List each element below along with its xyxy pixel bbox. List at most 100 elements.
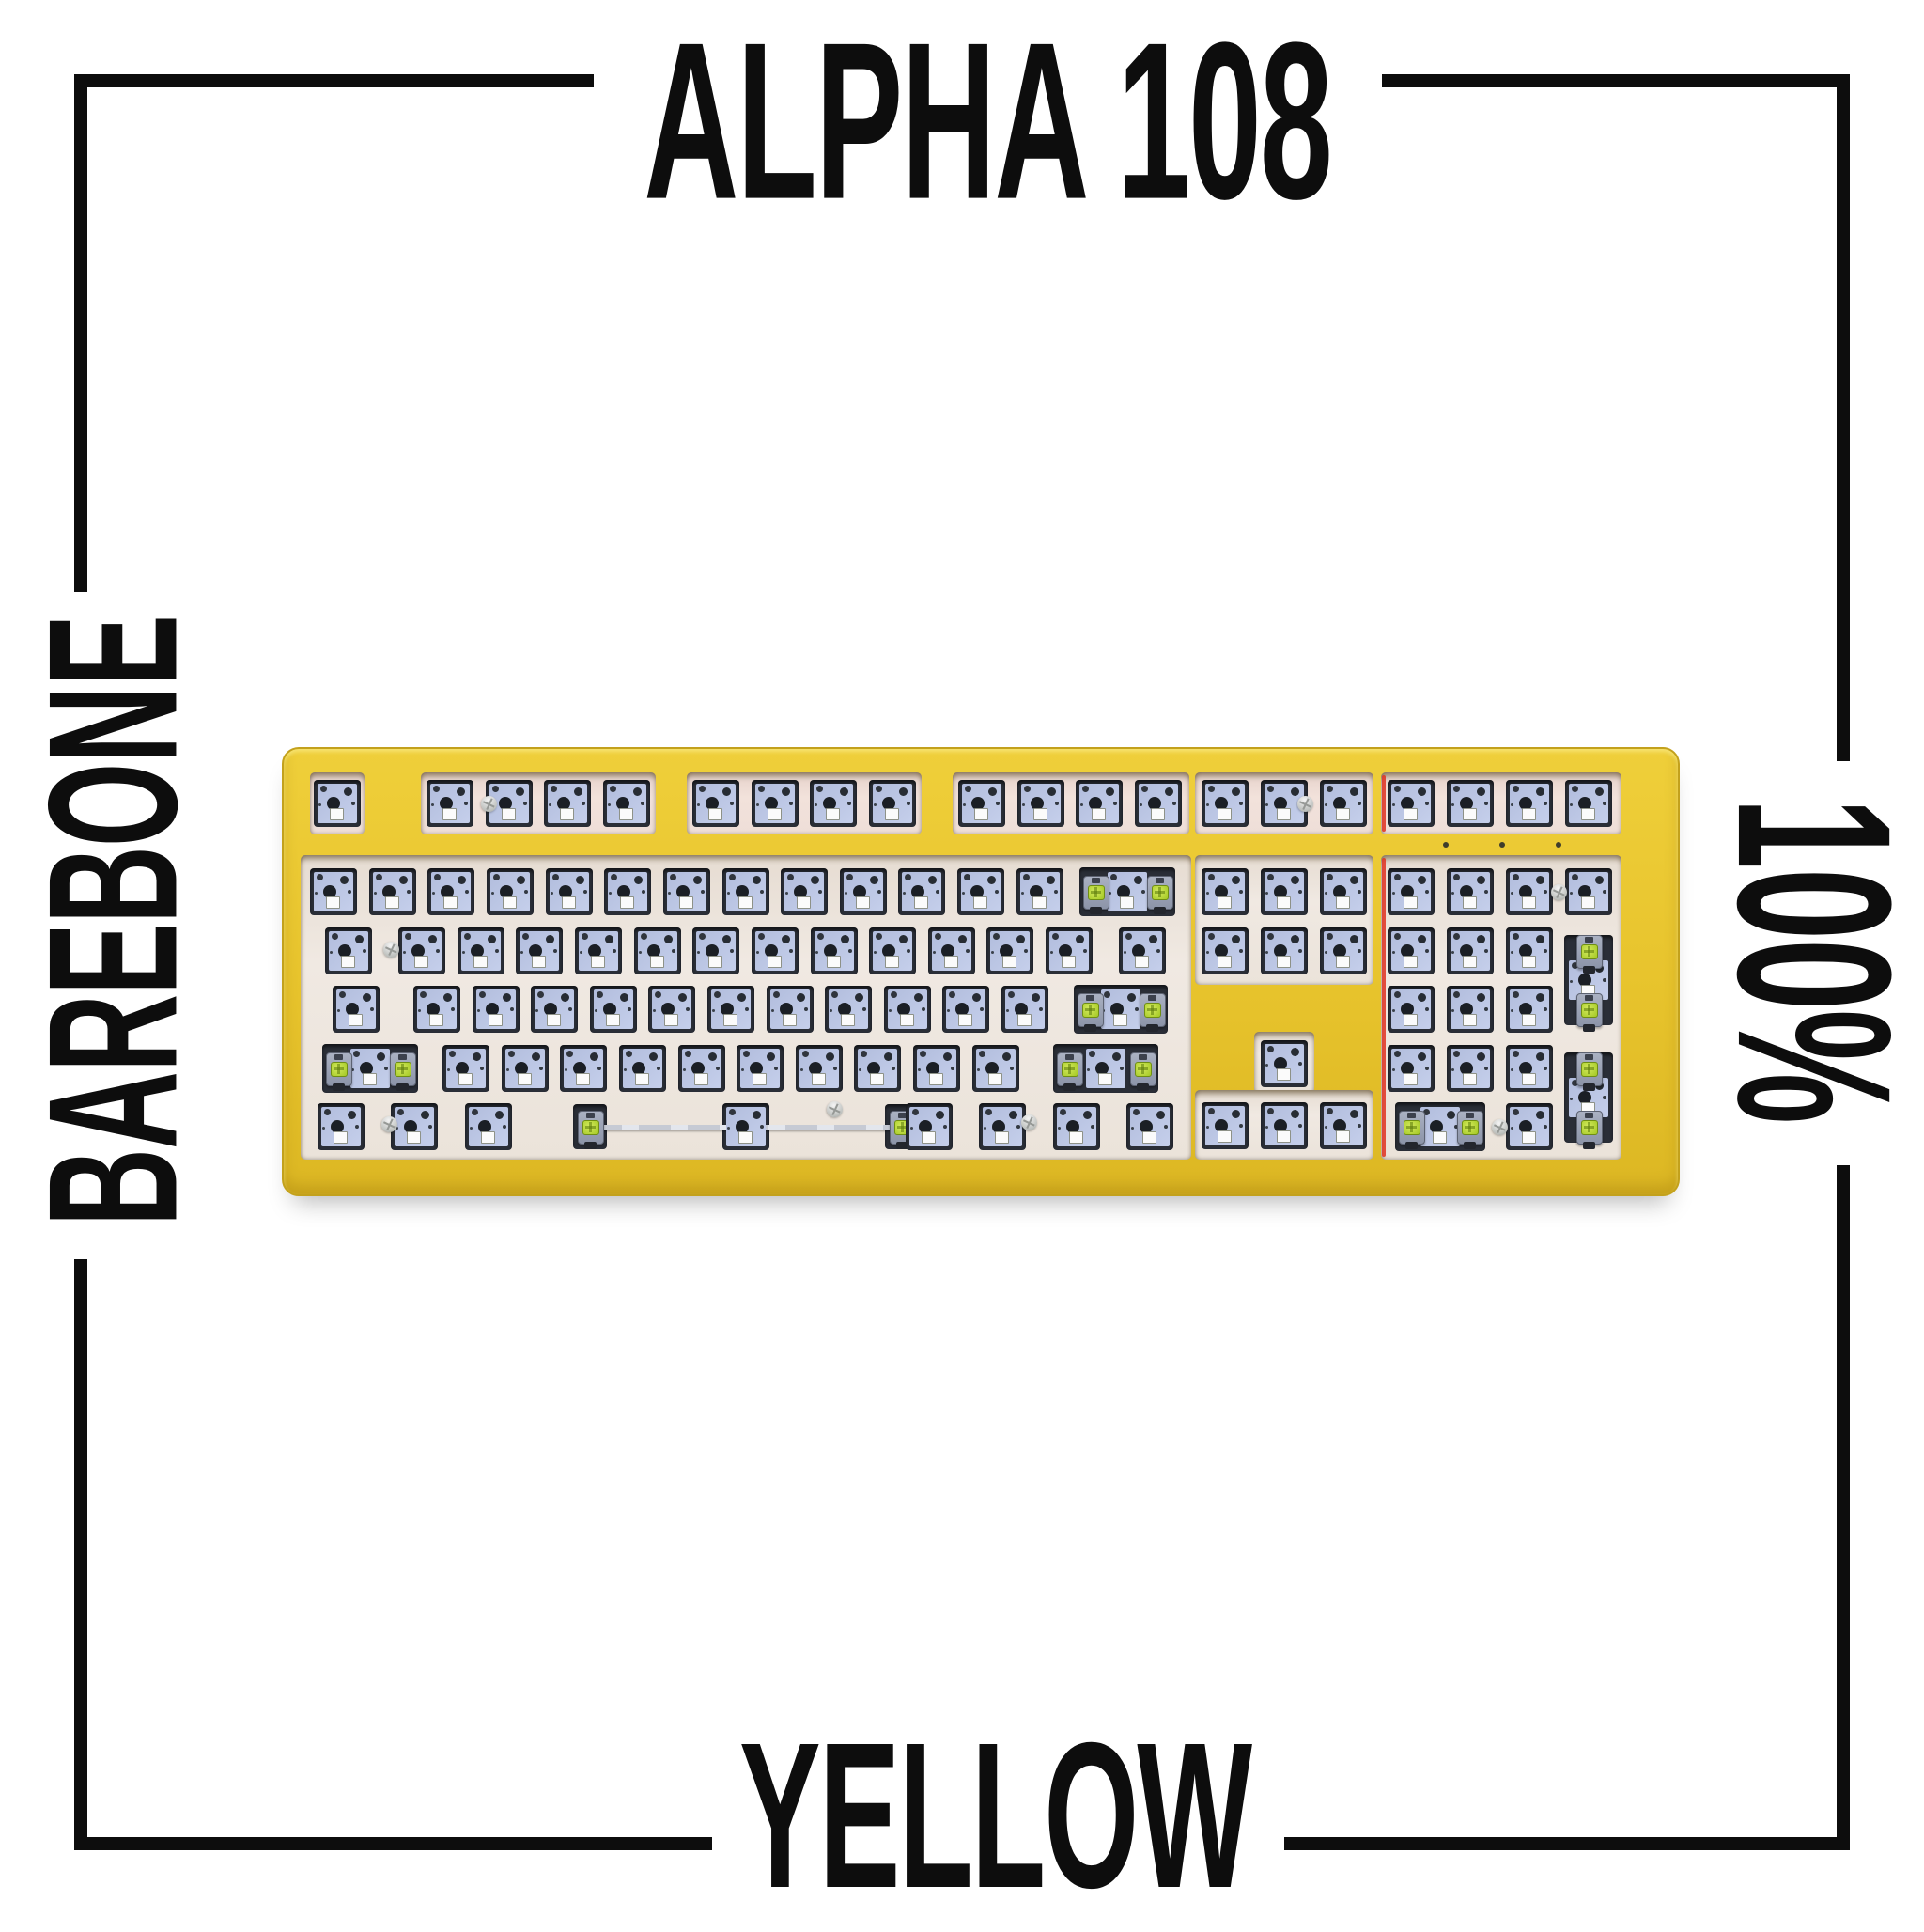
stabilizer-housing xyxy=(1576,993,1603,1032)
hotswap-socket xyxy=(696,931,736,971)
hotswap-socket xyxy=(909,1107,949,1146)
hotswap-socket xyxy=(1130,1107,1170,1146)
product-title: ALPHA 108 xyxy=(644,0,1333,246)
hotswap-socket xyxy=(314,872,353,911)
hotswap-socket xyxy=(1420,1107,1460,1146)
hotswap-socket xyxy=(1265,1044,1304,1083)
colorway-label: YELLOW xyxy=(738,1698,1252,1932)
hotswap-socket xyxy=(329,931,368,971)
hotswap-socket xyxy=(336,989,376,1029)
hotswap-socket xyxy=(726,1107,766,1146)
hotswap-socket xyxy=(1451,931,1490,971)
hotswap-socket xyxy=(1205,931,1245,971)
hotswap-socket xyxy=(652,989,691,1029)
hotswap-socket xyxy=(858,1049,897,1088)
hotswap-socket xyxy=(983,1107,1022,1146)
hotswap-socket xyxy=(535,989,574,1029)
hotswap-socket xyxy=(490,872,530,911)
hotswap-socket xyxy=(755,931,795,971)
hotswap-socket xyxy=(430,784,470,823)
hotswap-socket xyxy=(962,784,1001,823)
hotswap-socket xyxy=(1391,784,1431,823)
frame-top-right-segment xyxy=(1382,74,1850,87)
hotswap-socket xyxy=(770,989,810,1029)
hotswap-socket xyxy=(829,989,868,1029)
frame-right-bottom-segment xyxy=(1837,1165,1850,1850)
red-stripe xyxy=(1382,775,1386,832)
kit-type-label: BAREBONE xyxy=(11,615,216,1227)
hotswap-socket xyxy=(1451,1049,1490,1088)
hotswap-socket xyxy=(873,931,912,971)
stabilizer-housing xyxy=(1083,876,1109,914)
hotswap-socket xyxy=(1451,989,1490,1029)
hotswap-socket xyxy=(417,989,457,1029)
hotswap-socket xyxy=(1510,784,1549,823)
stabilizer-housing xyxy=(1057,1052,1083,1091)
indicator-led-hole xyxy=(1499,842,1505,848)
hotswap-socket xyxy=(1049,931,1089,971)
hotswap-socket xyxy=(814,784,853,823)
hotswap-socket xyxy=(755,784,795,823)
hotswap-socket xyxy=(1057,1107,1096,1146)
hotswap-socket xyxy=(607,784,646,823)
hotswap-socket xyxy=(946,989,985,1029)
stabilizer-housing xyxy=(326,1052,352,1091)
hotswap-socket xyxy=(726,872,766,911)
hotswap-socket xyxy=(402,931,442,971)
hotswap-socket xyxy=(1510,989,1549,1029)
frame-top-left-segment xyxy=(74,74,594,87)
hotswap-socket xyxy=(1391,989,1431,1029)
keyboard-product-photo xyxy=(282,747,1680,1196)
hotswap-socket xyxy=(1205,872,1245,911)
stabilizer-housing xyxy=(1576,1052,1603,1091)
hotswap-socket xyxy=(990,931,1030,971)
hotswap-socket xyxy=(1205,1106,1245,1145)
hotswap-socket xyxy=(799,1049,839,1088)
hotswap-socket xyxy=(667,872,706,911)
hotswap-socket xyxy=(1510,931,1549,971)
hotswap-socket xyxy=(844,872,883,911)
hotswap-socket xyxy=(1324,872,1363,911)
stabilizer-housing xyxy=(1576,935,1603,974)
hotswap-socket xyxy=(1123,931,1162,971)
hotswap-socket xyxy=(318,784,357,823)
hotswap-socket xyxy=(888,989,927,1029)
hotswap-socket xyxy=(638,931,677,971)
hotswap-socket xyxy=(1139,784,1178,823)
hotswap-socket xyxy=(548,784,587,823)
hotswap-socket xyxy=(1265,931,1304,971)
hotswap-socket xyxy=(1324,1106,1363,1145)
hotswap-socket xyxy=(461,931,501,971)
hotswap-socket xyxy=(1451,784,1490,823)
hotswap-socket xyxy=(520,931,559,971)
hotswap-socket xyxy=(446,1049,486,1088)
hotswap-socket xyxy=(961,872,1001,911)
hotswap-socket xyxy=(1510,872,1549,911)
hotswap-socket xyxy=(1265,1106,1304,1145)
hotswap-socket xyxy=(564,1049,603,1088)
hotswap-socket xyxy=(1324,784,1363,823)
hotswap-socket xyxy=(784,872,824,911)
hotswap-socket xyxy=(594,989,633,1029)
frame-bottom-left-segment xyxy=(74,1837,712,1850)
hotswap-socket xyxy=(696,784,736,823)
hotswap-socket xyxy=(1265,872,1304,911)
hotswap-socket xyxy=(1086,1049,1125,1088)
hotswap-socket xyxy=(469,1107,508,1146)
stabilizer-housing xyxy=(390,1052,416,1091)
hotswap-socket xyxy=(1391,1049,1431,1088)
hotswap-socket xyxy=(1510,1107,1549,1146)
indicator-led-hole xyxy=(1556,842,1561,848)
frame-left-bottom-segment xyxy=(74,1259,87,1850)
indicator-led-hole xyxy=(1443,842,1449,848)
hotswap-socket xyxy=(1510,1049,1549,1088)
hotswap-socket xyxy=(476,989,516,1029)
frame-left-top-segment xyxy=(74,74,87,592)
hotswap-socket xyxy=(1391,872,1431,911)
hotswap-socket xyxy=(711,989,751,1029)
hotswap-socket xyxy=(917,1049,956,1088)
stabilizer-housing xyxy=(1130,1052,1156,1091)
hotswap-socket xyxy=(395,1107,434,1146)
hotswap-socket xyxy=(1451,872,1490,911)
hotswap-socket xyxy=(976,1049,1016,1088)
